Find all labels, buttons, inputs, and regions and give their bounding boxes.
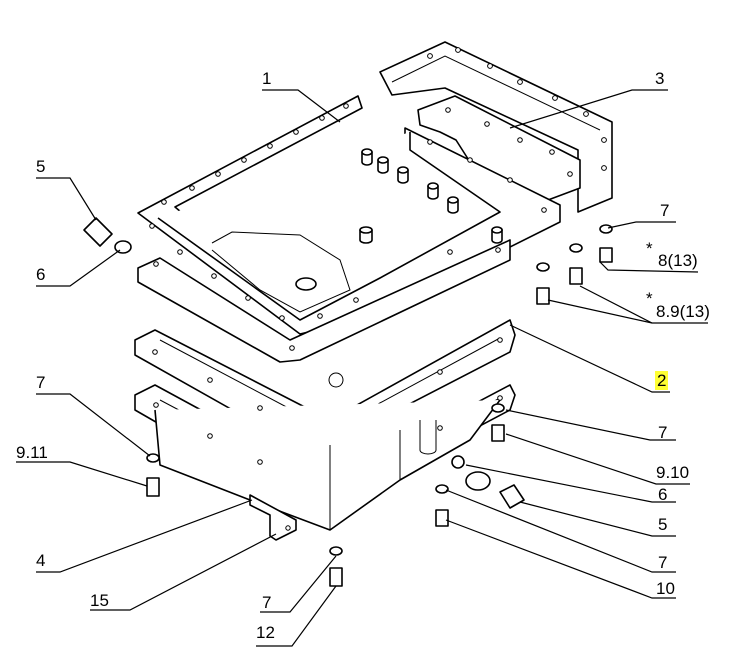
callout-7-left: 7 [36,373,46,392]
callout-9-10: 9.10 [656,463,690,482]
callout-2-highlight: 2 [655,371,669,390]
callout-6-right: 6 [658,485,668,504]
leader-lines [16,89,708,647]
asterisk-8-9: * [646,289,653,308]
oil-pan-part-2 [134,319,516,531]
asterisk-8: * [646,239,653,258]
callout-7-top: 7 [660,201,670,220]
callout-2: 2 [655,371,669,390]
callout-3: 3 [655,69,665,88]
bracket-part-4 [249,494,297,541]
callout-1: 1 [262,69,272,88]
callout-8-13: 8(13) [658,251,698,270]
callout-7-bottom: 7 [262,593,272,612]
cover-plate-part-3 [417,95,581,201]
callout-5-right: 5 [658,515,668,534]
callout-5-left: 5 [36,157,46,176]
callout-9-11: 9.11 [16,443,48,462]
callout-7-right: 7 [658,423,668,442]
callout-6-left: 6 [36,265,46,284]
callout-12: 12 [256,623,275,642]
callout-4: 4 [36,551,46,570]
callout-10: 10 [656,579,675,598]
fasteners [83,217,613,587]
middle-gasket [137,239,511,363]
plate-bosses [295,148,503,291]
callout-15: 15 [90,591,109,610]
gasket-part-3 [379,41,613,213]
callout-8-9-13: 8.9(13) [656,302,710,321]
callout-7-bottom-right: 7 [658,553,668,572]
